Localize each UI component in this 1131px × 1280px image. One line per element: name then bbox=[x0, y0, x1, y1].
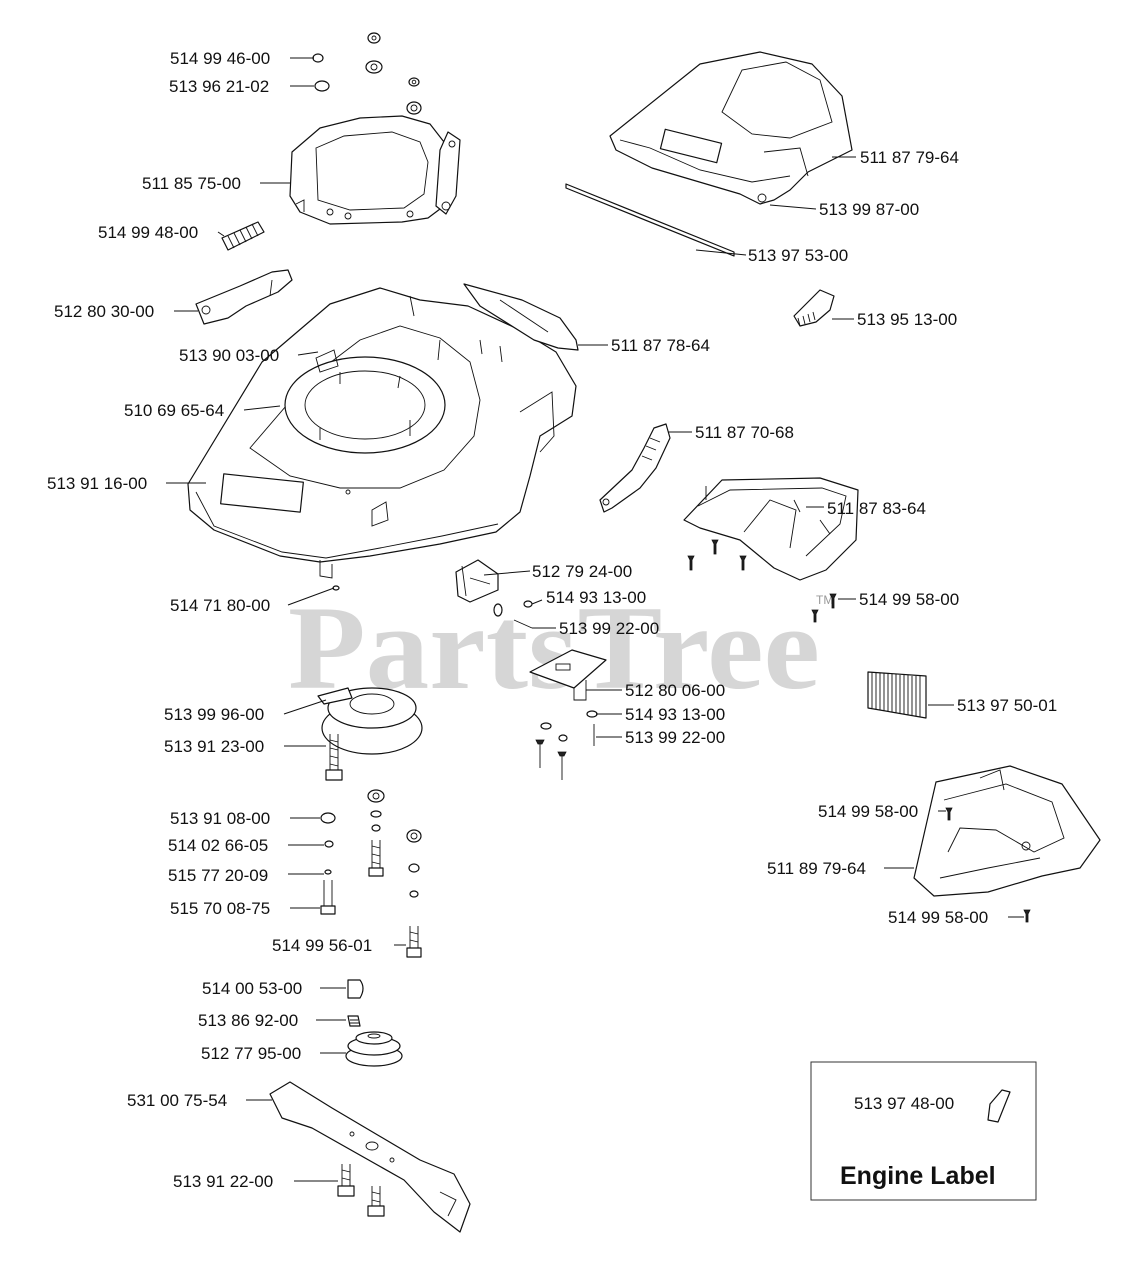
adjust-lever bbox=[195, 269, 293, 325]
callout-513-99-22-00-b: 513 99 22-00 bbox=[625, 728, 725, 747]
callout-513-91-22-00: 513 91 22-00 bbox=[173, 1172, 273, 1191]
rod bbox=[565, 183, 735, 257]
callout-513-99-22-00-a: 513 99 22-00 bbox=[559, 619, 659, 638]
deflector-bracket bbox=[455, 559, 503, 617]
air-grille bbox=[867, 671, 927, 719]
callout-513-91-16-00: 513 91 16-00 bbox=[47, 474, 147, 493]
callout-513-99-96-00: 513 99 96-00 bbox=[164, 705, 264, 724]
callout-514-99-58-00-b: 514 99 58-00 bbox=[818, 802, 918, 821]
callout-512-80-06-00: 512 80 06-00 bbox=[625, 681, 725, 700]
callout-514-99-56-01: 514 99 56-01 bbox=[272, 936, 372, 955]
hardware-column bbox=[320, 789, 422, 958]
callout-513-95-13-00: 513 95 13-00 bbox=[857, 310, 957, 329]
nut-stack-top bbox=[312, 32, 422, 115]
callout-511-87-78-64: 511 87 78-64 bbox=[611, 336, 710, 355]
callout-512-77-95-00: 512 77 95-00 bbox=[201, 1044, 301, 1063]
set-screw bbox=[347, 1015, 361, 1027]
callout-514-71-80-00: 514 71 80-00 bbox=[170, 596, 270, 615]
screw-group bbox=[687, 539, 837, 623]
callout-labels: 514 99 46-00 513 96 21-02 511 85 75-00 5… bbox=[47, 49, 1057, 1191]
pulley bbox=[345, 1031, 403, 1067]
tray-bracket bbox=[683, 477, 859, 581]
clip bbox=[793, 289, 835, 327]
screw-right-b bbox=[1023, 909, 1031, 923]
discharge-chute bbox=[913, 765, 1101, 897]
grass-bag-top bbox=[609, 51, 853, 205]
callout-514-00-53-00: 514 00 53-00 bbox=[202, 979, 302, 998]
callout-512-80-30-00: 512 80 30-00 bbox=[54, 302, 154, 321]
mower-blade bbox=[269, 1081, 471, 1233]
callout-513-99-87-00: 513 99 87-00 bbox=[819, 200, 919, 219]
spring bbox=[221, 221, 265, 251]
callout-511-87-70-68: 511 87 70-68 bbox=[695, 423, 794, 442]
watermark-tm: TM bbox=[816, 593, 833, 607]
callout-514-99-58-00-a: 514 99 58-00 bbox=[859, 590, 959, 609]
callout-514-99-46-00: 514 99 46-00 bbox=[170, 49, 270, 68]
mower-deck bbox=[187, 287, 577, 579]
callout-513-97-53-00: 513 97 53-00 bbox=[748, 246, 848, 265]
callout-511-87-79-64: 511 87 79-64 bbox=[860, 148, 959, 167]
leader-lines bbox=[166, 57, 1024, 1182]
callout-513-96-21-02: 513 96 21-02 bbox=[169, 77, 269, 96]
brake-clutch bbox=[317, 687, 423, 755]
callout-514-02-66-05: 514 02 66-05 bbox=[168, 836, 268, 855]
clutch-bolt bbox=[325, 734, 343, 781]
callout-514-99-48-00: 514 99 48-00 bbox=[98, 223, 198, 242]
callout-513-91-08-00: 513 91 08-00 bbox=[170, 809, 270, 828]
engine-label-decal-icon bbox=[987, 1089, 1011, 1123]
callout-511-85-75-00: 511 85 75-00 bbox=[142, 174, 241, 193]
rear-flap bbox=[463, 283, 579, 351]
callout-511-87-83-64: 511 87 83-64 bbox=[827, 499, 926, 518]
callout-515-70-08-75: 515 70 08-75 bbox=[170, 899, 270, 918]
callout-510-69-65-64: 510 69 65-64 bbox=[124, 401, 224, 420]
engine-label-part-number: 513 97 48-00 bbox=[854, 1094, 954, 1113]
callout-515-77-20-09: 515 77 20-09 bbox=[168, 866, 268, 885]
callout-514-93-13-00-b: 514 93 13-00 bbox=[625, 705, 725, 724]
callout-513-90-03-00: 513 90 03-00 bbox=[179, 346, 279, 365]
screw-right-a bbox=[945, 807, 953, 821]
callout-512-79-24-00: 512 79 24-00 bbox=[532, 562, 632, 581]
callout-514-93-13-00-a: 514 93 13-00 bbox=[546, 588, 646, 607]
handle-bracket bbox=[599, 423, 671, 513]
callout-513-97-50-01: 513 97 50-01 bbox=[957, 696, 1057, 715]
blade-bolts bbox=[337, 1164, 385, 1217]
callout-531-00-75-54: 531 00 75-54 bbox=[127, 1091, 227, 1110]
engine-label-title: Engine Label bbox=[840, 1162, 996, 1190]
callout-511-89-79-64: 511 89 79-64 bbox=[767, 859, 866, 878]
engine-label-box: 513 97 48-00 Engine Label bbox=[810, 1061, 1037, 1201]
callout-514-99-58-00-c: 514 99 58-00 bbox=[888, 908, 988, 927]
pins-lower bbox=[535, 710, 598, 780]
height-adjust-bracket bbox=[289, 115, 461, 225]
callout-513-91-23-00: 513 91 23-00 bbox=[164, 737, 264, 756]
callout-513-86-92-00: 513 86 92-00 bbox=[198, 1011, 298, 1030]
blade-key bbox=[347, 979, 364, 999]
